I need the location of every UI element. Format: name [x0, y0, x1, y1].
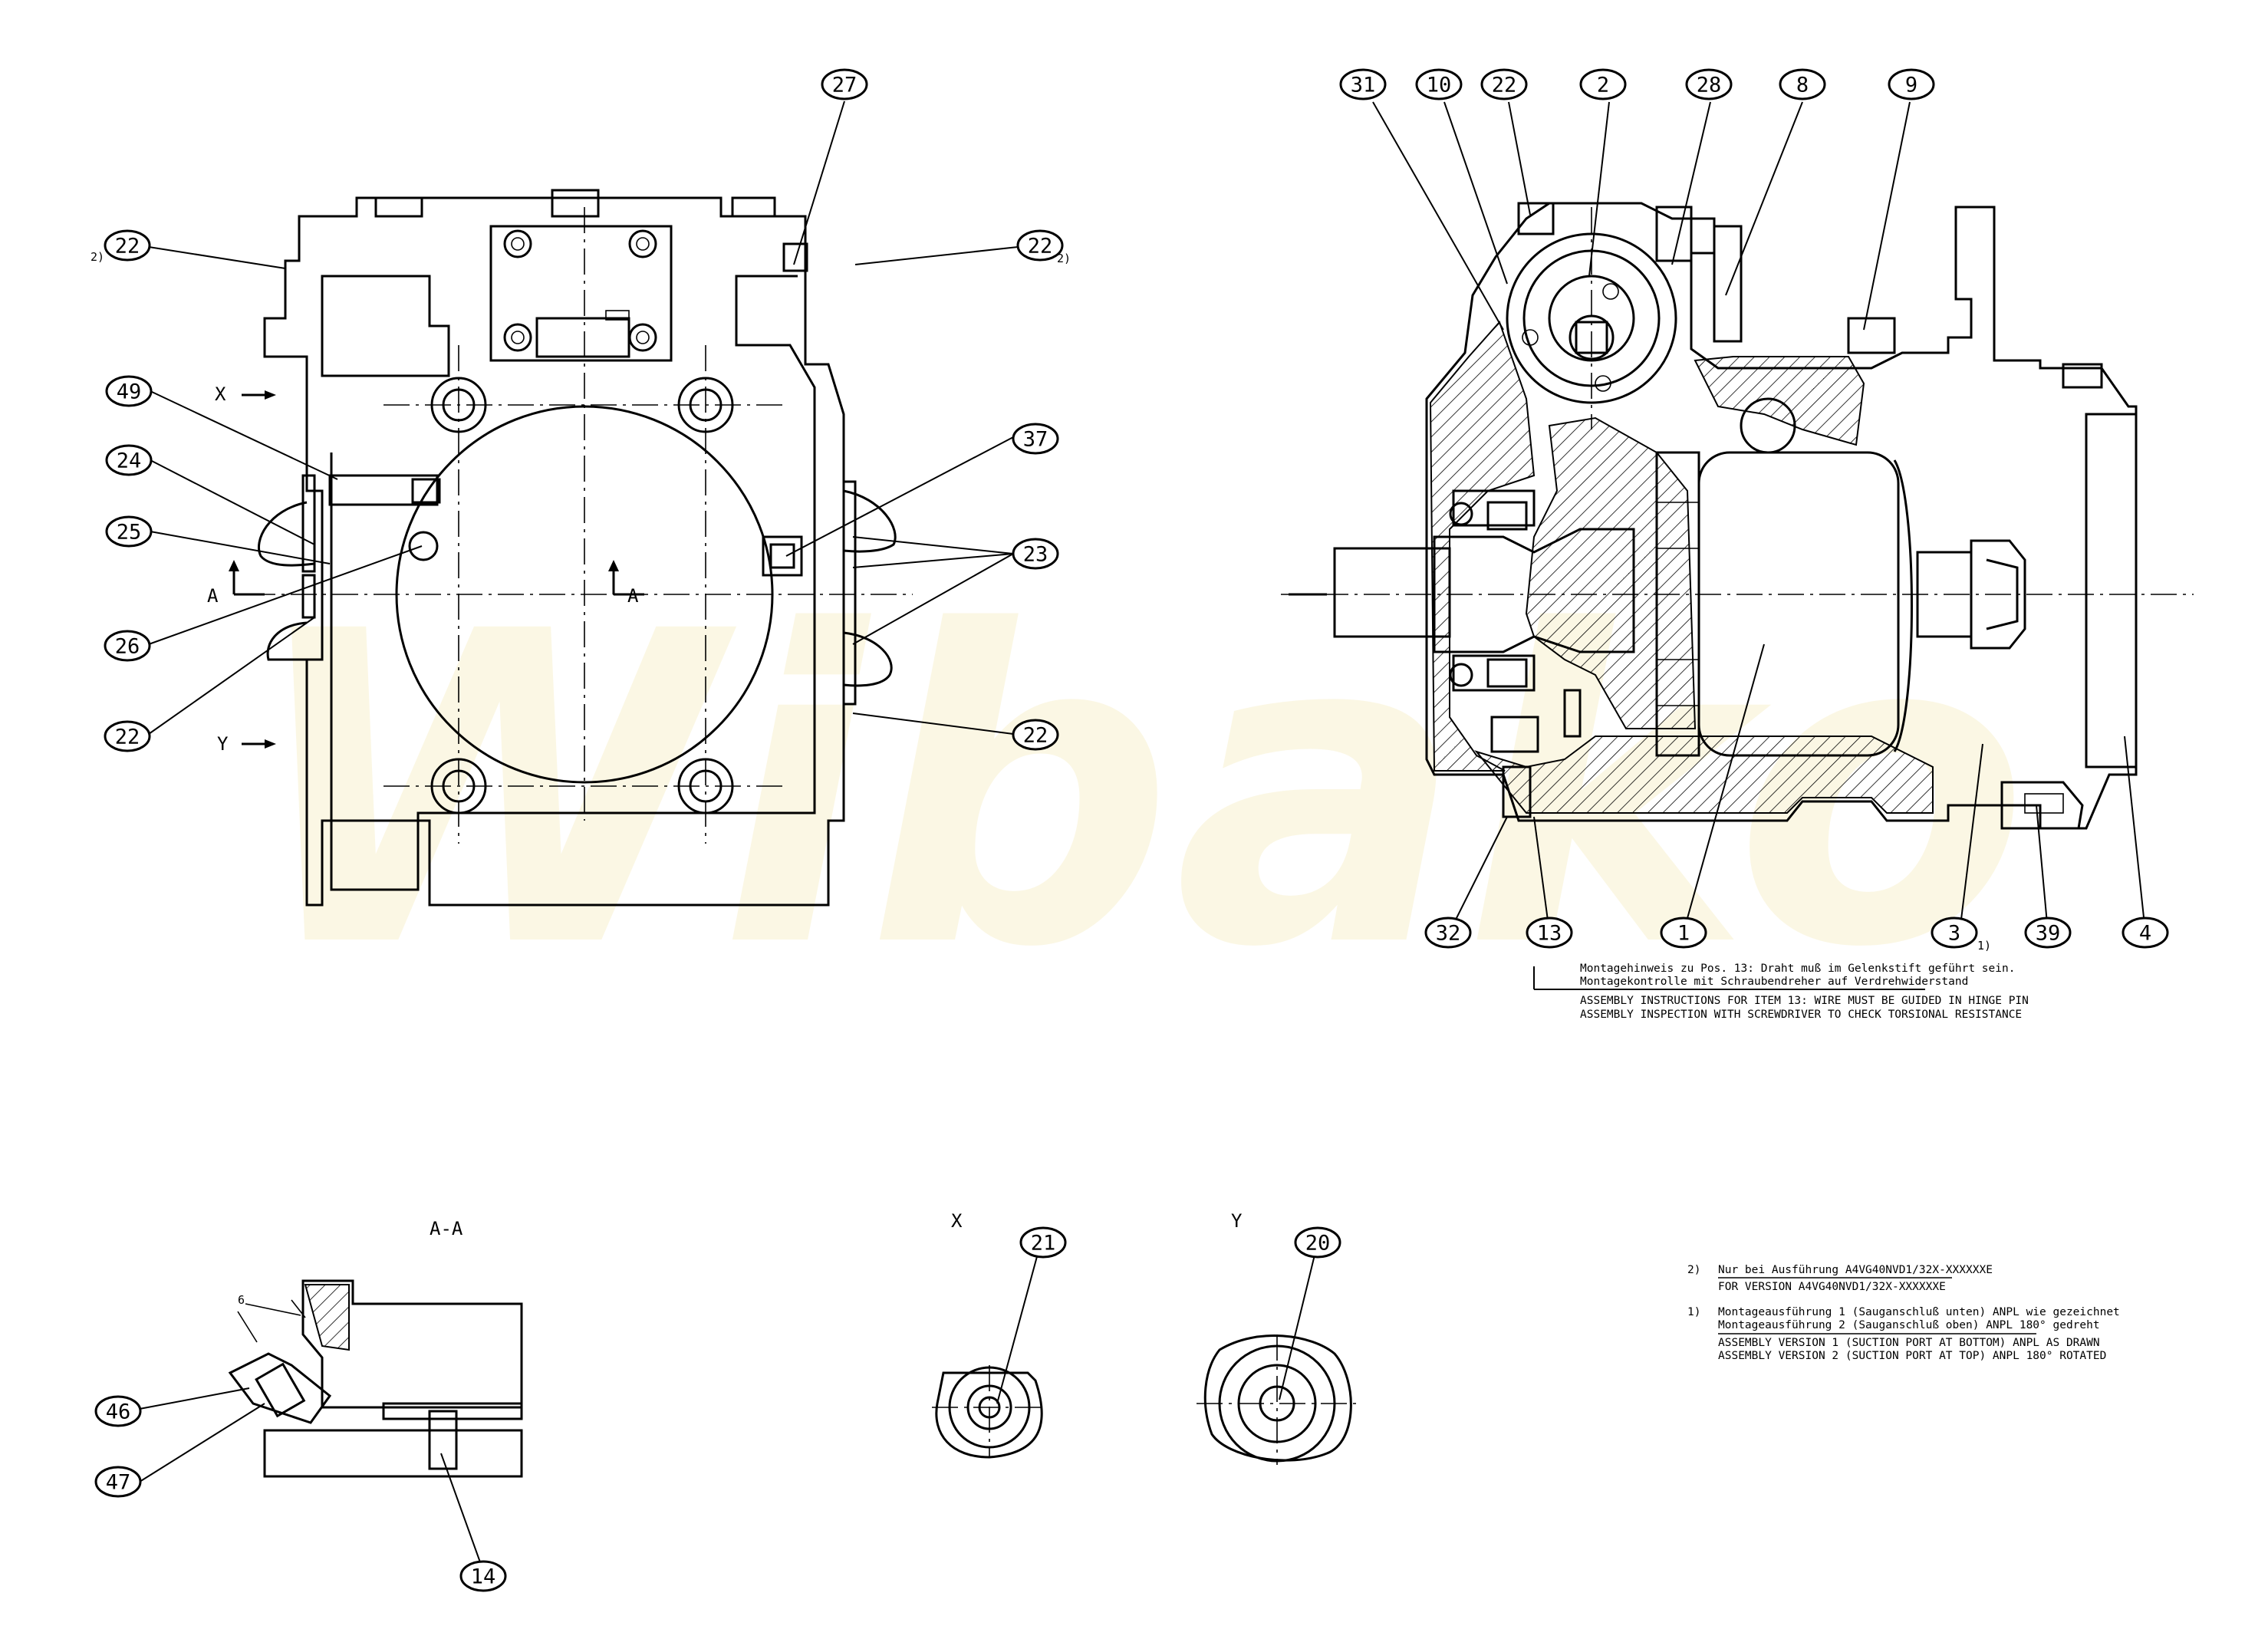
svg-text:1: 1 — [1677, 922, 1690, 946]
dim-6: 6 — [238, 1293, 245, 1307]
assembly-note-en-1: ASSEMBLY INSTRUCTIONS FOR ITEM 13: WIRE … — [1580, 995, 2029, 1007]
assembly-note-de-2: Montagekontrolle mit Schraubendreher auf… — [1580, 976, 1968, 988]
footnotes: 2) Nur bei Ausführung A4VG40NVD1/32X-XXX… — [1687, 1264, 2120, 1362]
callout-bubble: 10 — [1415, 68, 1463, 100]
callout-bubble: 23 — [1012, 538, 1059, 570]
section-mark-right: A — [627, 585, 639, 607]
assembly-note: Montagehinweis zu Pos. 13: Draht muß im … — [1580, 963, 2029, 1021]
svg-text:13: 13 — [1537, 922, 1562, 946]
callout-bubble: 27 — [821, 68, 868, 100]
svg-text:22: 22 — [1023, 724, 1048, 748]
view-arrow-y: Y — [217, 733, 229, 755]
svg-text:49: 49 — [117, 380, 142, 404]
callout-bubble: 22 — [1480, 68, 1528, 100]
svg-text:4: 4 — [2139, 922, 2151, 946]
callout-bubble: 22 — [1016, 229, 1064, 262]
callout-bubble: 49 — [105, 375, 153, 407]
svg-text:21: 21 — [1031, 1232, 1056, 1255]
callout-bubble: 22 — [104, 720, 151, 752]
section-view — [1281, 202, 2194, 990]
svg-text:24: 24 — [117, 449, 142, 473]
callout-bubble: 1 — [1660, 917, 1707, 949]
superscript-note-2: 2) — [91, 250, 104, 264]
section-aa: A-A 6 — [228, 1218, 523, 1478]
callout-bubble: 24 — [105, 444, 153, 476]
callout-bubble: 3 — [1931, 917, 1978, 949]
callout-bubble: 8 — [1779, 68, 1826, 100]
superscript-note-2: 2) — [1057, 252, 1071, 265]
front-view: A A X Y — [207, 189, 913, 907]
callout-bubble: 4 — [2122, 917, 2169, 949]
callout-bubble: 21 — [1019, 1226, 1067, 1259]
footnote-1-mark: 1) — [1687, 1306, 1700, 1318]
svg-text:22: 22 — [115, 726, 140, 749]
callout-bubble: 32 — [1424, 917, 1472, 949]
footnote-2-mark: 2) — [1687, 1264, 1700, 1276]
svg-text:25: 25 — [117, 521, 142, 545]
footnote-1-de-2: Montageausführung 2 (Sauganschluß oben) … — [1718, 1319, 2100, 1331]
section-mark-left: A — [207, 585, 219, 607]
leader-lines — [139, 100, 2146, 1571]
footnote-1-de-1: Montageausführung 1 (Sauganschluß unten)… — [1718, 1306, 2120, 1318]
svg-text:9: 9 — [1905, 74, 1917, 97]
svg-text:46: 46 — [106, 1400, 131, 1424]
callout-bubble: 2 — [1579, 68, 1627, 100]
svg-text:26: 26 — [115, 635, 140, 659]
svg-text:2: 2 — [1597, 74, 1609, 97]
callout-bubble: 20 — [1294, 1226, 1341, 1259]
footnote-2-en: FOR VERSION A4VG40NVD1/32X-XXXXXXE — [1718, 1281, 1946, 1293]
callout-bubble: 31 — [1339, 68, 1387, 100]
superscript-note-1: 1) — [1977, 939, 1991, 953]
svg-text:22: 22 — [1492, 74, 1517, 97]
callout-bubble: 14 — [459, 1560, 507, 1592]
callout-bubbles: 22 49 24 25 26 22 2) 27 22 2) 37 23 22 3… — [91, 68, 2169, 1592]
assembly-note-de-1: Montagehinweis zu Pos. 13: Draht muß im … — [1580, 963, 2015, 975]
svg-text:37: 37 — [1023, 428, 1048, 452]
svg-text:3: 3 — [1948, 922, 1960, 946]
svg-text:23: 23 — [1023, 543, 1048, 567]
detail-views: X Y — [932, 1210, 1358, 1465]
callout-bubble: 25 — [105, 515, 153, 548]
callout-bubble: 26 — [104, 630, 151, 662]
svg-text:22: 22 — [1028, 235, 1053, 258]
callout-bubble: 22 — [104, 229, 151, 262]
svg-text:27: 27 — [832, 74, 857, 97]
callout-bubble: 47 — [94, 1466, 142, 1498]
callout-bubble: 9 — [1888, 68, 1935, 100]
svg-text:32: 32 — [1436, 922, 1461, 946]
view-x-title: X — [951, 1210, 963, 1232]
footnote-1-en-1: ASSEMBLY VERSION 1 (SUCTION PORT AT BOTT… — [1718, 1337, 2100, 1349]
svg-text:8: 8 — [1796, 74, 1809, 97]
view-arrow-x: X — [215, 383, 226, 405]
callout-bubble: 13 — [1526, 917, 1573, 949]
footnote-2-de: Nur bei Ausführung A4VG40NVD1/32X-XXXXXX… — [1718, 1264, 1993, 1276]
callout-bubble: 39 — [2024, 917, 2072, 949]
callout-bubble: 28 — [1685, 68, 1733, 100]
svg-text:47: 47 — [106, 1471, 131, 1495]
view-y-title: Y — [1231, 1210, 1243, 1232]
callout-bubble: 46 — [94, 1395, 142, 1427]
svg-text:20: 20 — [1305, 1232, 1331, 1255]
callout-bubble: 37 — [1012, 423, 1059, 455]
callout-bubble: 22 — [1012, 719, 1059, 751]
svg-text:14: 14 — [471, 1565, 496, 1589]
svg-text:39: 39 — [2036, 922, 2061, 946]
svg-text:22: 22 — [115, 235, 140, 258]
svg-text:31: 31 — [1351, 74, 1376, 97]
svg-text:10: 10 — [1427, 74, 1452, 97]
assembly-note-en-2: ASSEMBLY INSPECTION WITH SCREWDRIVER TO … — [1580, 1009, 2022, 1021]
section-aa-title: A-A — [430, 1218, 463, 1239]
svg-text:28: 28 — [1697, 74, 1722, 97]
footnote-1-en-2: ASSEMBLY VERSION 2 (SUCTION PORT AT TOP)… — [1718, 1350, 2106, 1362]
